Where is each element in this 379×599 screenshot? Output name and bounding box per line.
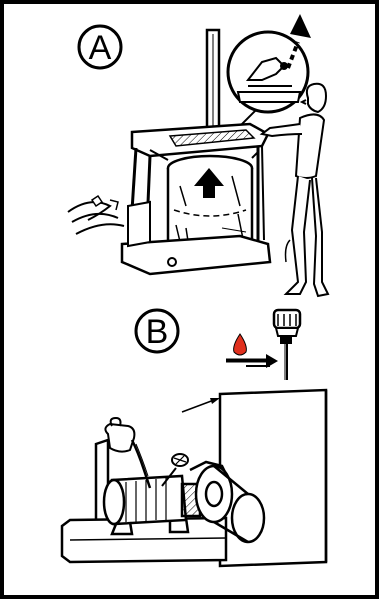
- base-plate: [62, 518, 226, 562]
- panel-b-letter: B: [146, 313, 169, 351]
- panel-a-letter: A: [89, 29, 112, 67]
- panel-b-badge: B: [136, 310, 178, 352]
- panel-a-badge: A: [79, 26, 121, 68]
